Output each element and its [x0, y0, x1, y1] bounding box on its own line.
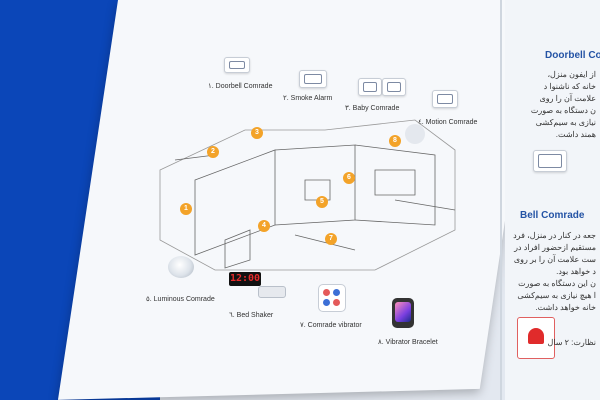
label-bracelet: ٨. Vibrator Bracelet [378, 339, 438, 346]
badge-2: 2 [207, 146, 219, 158]
text-bottom-line-3: ست علامت آن را بر روی [513, 255, 596, 264]
vibrator-dot-red [323, 289, 330, 296]
badge-4: 4 [258, 220, 270, 232]
text-top-line-5: نیازی به سیم‌کشی [535, 118, 596, 127]
label-baby: ٣. Baby Comrade [345, 105, 400, 112]
doorbell-card-right [533, 150, 567, 172]
text-bottom-line-5: ن این دستگاه به صورت [518, 279, 596, 288]
watch-screen [395, 302, 411, 322]
label-motion: ٤. Motion Comrade [418, 119, 478, 126]
text-top-line-3: علامت آن را روی [539, 94, 596, 103]
text-bottom-line-7: خانه خواهد داشت. [535, 303, 596, 312]
baby-device-2 [382, 78, 406, 96]
house-illustration [159, 119, 456, 271]
label-smoke: ٢. Smoke Alarm [283, 95, 333, 102]
motion-device [432, 90, 458, 108]
bed-shaker-pad [258, 286, 286, 298]
badge-1: 1 [180, 203, 192, 215]
baby-device [358, 78, 382, 96]
bed-shaker-clock: 12:00 [229, 272, 261, 286]
text-top-line-6: همند داشت. [555, 130, 596, 139]
vibrator-dot-red-2 [333, 299, 340, 306]
text-bottom-line-6: ا هیچ نیازی به سیم‌کشی [517, 291, 596, 300]
text-top-line-2: خانه که ناشنوا د [543, 82, 596, 91]
heading-doorbell: Doorbell Co [545, 50, 600, 61]
smoke-alarm-device [299, 70, 327, 88]
text-top-line-1: از ایفون منزل، [547, 70, 596, 79]
text-bottom-line-1: جعه در کنار در منزل، فرد [513, 231, 596, 240]
text-bottom-line-2: مستقیم ازحضور افراد در [514, 243, 596, 252]
vibrator-dot-blue [333, 289, 340, 296]
label-luminous: ٥. Luminous Comrade [146, 296, 215, 303]
luminous-bulb [168, 256, 194, 278]
text-bottom-line-4: د خواهد بود. [556, 267, 596, 276]
badge-5: 5 [316, 196, 328, 208]
label-bed: ٦. Bed Shaker [229, 312, 274, 319]
vibrator-dot-blue-2 [323, 299, 330, 306]
badge-8: 8 [389, 135, 401, 147]
label-doorbell: ١. Doorbell Comrade [208, 83, 273, 90]
bell-card [517, 317, 555, 359]
warranty-text: نظارت: ۲ سال [547, 338, 596, 347]
badge-7: 7 [325, 233, 337, 245]
vibrator-bracelet-watch [392, 298, 414, 328]
heading-bell-comrade: Bell Comrade [520, 210, 585, 221]
doorbell-device [224, 57, 250, 73]
comrade-vibrator-device [318, 284, 346, 312]
bell-icon [528, 328, 544, 344]
fold-line [500, 0, 502, 400]
badge-6: 6 [343, 172, 355, 184]
badge-3: 3 [251, 127, 263, 139]
text-top-line-4: ن دستگاه به صورت [530, 106, 596, 115]
label-vibrator: ٧. Comrade vibrator [300, 322, 362, 329]
